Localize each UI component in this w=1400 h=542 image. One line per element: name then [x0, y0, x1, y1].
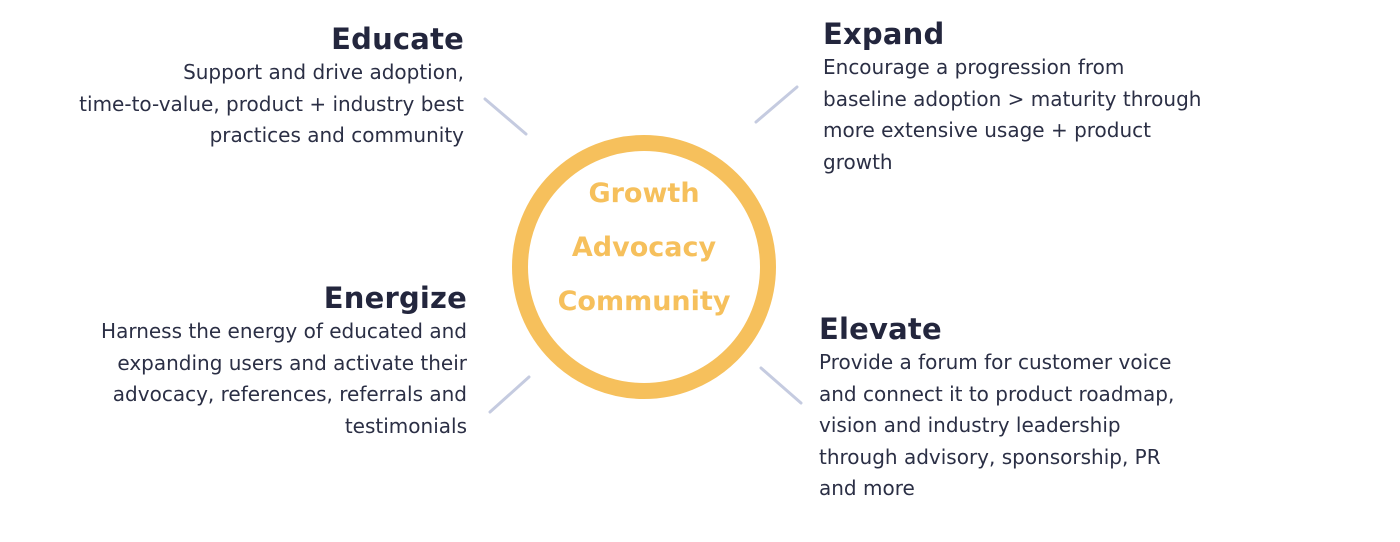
- expand-line-1: Encourage a progression from: [823, 55, 1125, 79]
- educate-block: Educate Support and drive adoption, time…: [44, 21, 464, 152]
- educate-line-2: time-to-value, product + industry best: [79, 91, 464, 116]
- connector-educate: [483, 97, 528, 136]
- center-ring: [512, 135, 776, 399]
- energize-description: Harness the energy of educated and expan…: [47, 316, 467, 442]
- elevate-line-2: and connect it to product roadmap,: [819, 381, 1175, 406]
- elevate-title: Elevate: [819, 312, 942, 346]
- elevate-line-4: through advisory, sponsorship, PR: [819, 444, 1161, 469]
- elevate-line-5: and more: [819, 476, 915, 500]
- center-word-community: Community: [557, 286, 731, 317]
- connector-energize: [488, 375, 531, 414]
- energize-line-1: Harness the energy of educated and: [101, 319, 467, 343]
- connector-expand: [754, 85, 799, 124]
- center-word-advocacy: Advocacy: [571, 232, 717, 263]
- elevate-block: Elevate Provide a forum for customer voi…: [819, 311, 1239, 505]
- connector-elevate: [759, 366, 803, 405]
- educate-line-3: practices and community: [209, 123, 464, 147]
- energize-block: Energize Harness the energy of educated …: [47, 280, 467, 442]
- expand-title: Expand: [823, 17, 945, 51]
- educate-title: Educate: [331, 22, 464, 56]
- energize-line-3: advocacy, references, referrals and: [112, 382, 467, 406]
- expand-line-3: more extensive usage + product: [823, 118, 1151, 142]
- expand-block: Expand Encourage a progression from base…: [823, 16, 1243, 178]
- elevate-description: Provide a forum for customer voice and c…: [819, 347, 1239, 505]
- energize-line-4: testimonials: [344, 413, 467, 438]
- educate-description: Support and drive adoption, time-to-valu…: [44, 57, 464, 152]
- expand-line-4: growth: [823, 149, 893, 174]
- energize-title: Energize: [323, 281, 467, 315]
- elevate-line-3: vision and industry leadership: [819, 413, 1121, 437]
- center-word-growth: Growth: [588, 178, 700, 209]
- energize-line-2: expanding users and activate their: [117, 350, 467, 375]
- educate-line-1: Support and drive adoption,: [183, 60, 464, 84]
- expand-description: Encourage a progression from baseline ad…: [823, 52, 1243, 178]
- elevate-line-1: Provide a forum for customer voice: [819, 350, 1172, 374]
- expand-line-2: baseline adoption > maturity through: [823, 86, 1202, 111]
